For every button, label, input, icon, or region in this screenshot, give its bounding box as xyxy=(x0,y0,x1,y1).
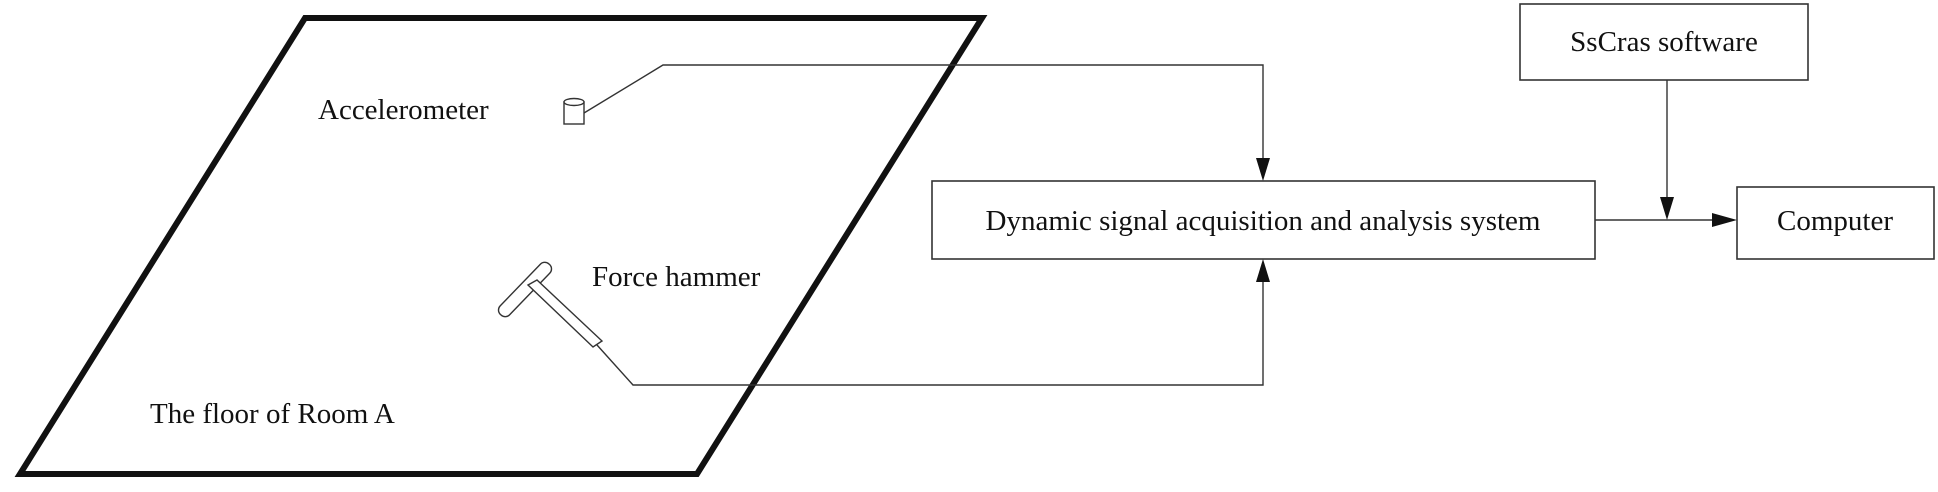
arrow-accelerometer-to-daq xyxy=(1256,158,1270,181)
daq-system-label: Dynamic signal acquisition and analysis … xyxy=(986,205,1541,237)
software-label: SsCras software xyxy=(1570,26,1758,58)
force-hammer-cable xyxy=(596,282,1264,386)
software-box xyxy=(1519,3,1809,81)
accelerometer-icon xyxy=(563,97,585,125)
daq-system-box xyxy=(931,180,1596,260)
computer-box xyxy=(1736,186,1935,260)
floor-label: The floor of Room A xyxy=(150,398,395,430)
computer-label: Computer xyxy=(1777,205,1893,237)
arrow-to-computer xyxy=(1712,213,1737,227)
force-hammer-icon xyxy=(497,261,604,348)
floor-plane xyxy=(14,15,988,477)
arrow-hammer-to-daq xyxy=(1256,259,1270,282)
arrow-software-to-line xyxy=(1660,197,1674,220)
force-hammer-label: Force hammer xyxy=(592,261,761,293)
accelerometer-label: Accelerometer xyxy=(318,94,489,126)
accelerometer-cable xyxy=(583,64,1264,158)
